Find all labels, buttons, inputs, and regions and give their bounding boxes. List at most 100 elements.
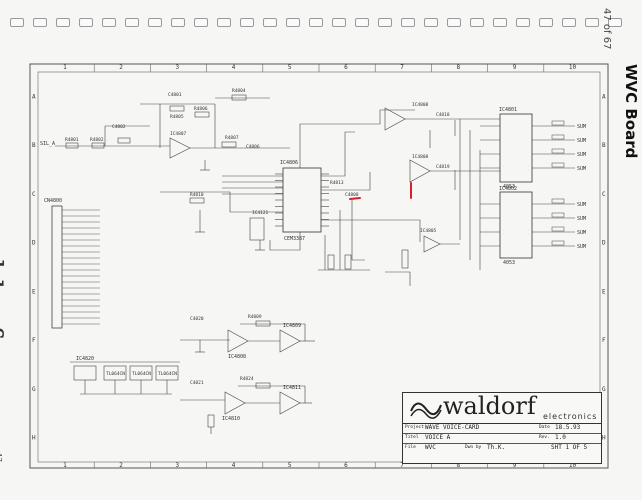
grid-column-label: 2 <box>119 462 123 469</box>
grid-row-label: F <box>602 337 606 344</box>
binder-hole <box>585 18 599 27</box>
project-value: WAVE VOICE-CARD <box>425 424 480 431</box>
svg-text:IC4810: IC4810 <box>222 416 240 422</box>
voice-routing <box>160 107 500 286</box>
binder-hole <box>470 18 484 27</box>
binder-hole <box>263 18 277 27</box>
grid-column-label: 5 <box>288 64 292 71</box>
binder-hole <box>10 18 24 27</box>
svg-text:IC4806: IC4806 <box>280 160 298 166</box>
svg-text:TL064CN: TL064CN <box>158 371 177 377</box>
sheet-value: SHT 1 OF 5 <box>551 444 588 451</box>
binder-hole <box>539 18 553 27</box>
grid-row-label: D <box>602 240 606 247</box>
opamp-section-1: IC4808 IC4809 <box>180 320 315 360</box>
grid-column-label: 4 <box>232 64 236 71</box>
svg-text:IC4801: IC4801 <box>499 107 517 113</box>
binder-hole <box>332 18 346 27</box>
rev-label: Rev. <box>539 435 550 440</box>
grid-column-label: 5 <box>288 462 292 469</box>
svg-text:4053: 4053 <box>503 184 515 190</box>
svg-text:R4824: R4824 <box>240 376 254 382</box>
title-logo-subtitle: electronics <box>543 412 598 421</box>
binder-hole <box>401 18 415 27</box>
grid-row-label: E <box>602 288 606 295</box>
grid-row-label: B <box>602 142 606 149</box>
waldorf-logo-icon <box>410 402 442 419</box>
svg-text:R4810: R4810 <box>190 192 204 198</box>
binder-hole <box>171 18 185 27</box>
binder-hole <box>309 18 323 27</box>
project-row: Project WAVE VOICE-CARD Date 18.5.93 <box>403 424 601 434</box>
grid-row-label: H <box>602 435 606 442</box>
svg-text:R4801: R4801 <box>65 137 79 143</box>
sum-output-label: SUM <box>577 124 586 130</box>
svg-text:C4819: C4819 <box>436 164 450 170</box>
grid-row-label: E <box>32 288 36 295</box>
svg-text:CEM3387: CEM3387 <box>284 236 305 242</box>
title-label: Titel <box>405 435 419 440</box>
grid-column-label: 1 <box>63 462 67 469</box>
input-network: SIL_A <box>40 94 290 171</box>
svg-text:C4821: C4821 <box>190 380 204 386</box>
component-designators: C4801 R4805 C4802 R4801 R4802 R4806 R480… <box>65 88 450 386</box>
svg-text:IC4807: IC4807 <box>170 131 187 137</box>
svg-text:IC4808: IC4808 <box>412 102 429 108</box>
title-logo-text: waldorf <box>443 392 536 420</box>
binder-hole <box>378 18 392 27</box>
svg-text:IC4802: IC4802 <box>499 186 517 192</box>
svg-text:R4813: R4813 <box>330 180 344 186</box>
output-resistor <box>551 162 565 168</box>
svg-text:IC4809: IC4809 <box>283 323 301 329</box>
svg-text:R4802: R4802 <box>90 137 104 143</box>
svg-text:C4801: C4801 <box>168 92 182 98</box>
output-resistor <box>551 212 565 218</box>
svg-text:C4802: C4802 <box>112 124 126 130</box>
binder-hole <box>516 18 530 27</box>
output-mux-upper: IC4801 4053 <box>499 107 533 190</box>
rev-value: 1.0 <box>555 434 566 441</box>
file-value: WVC <box>425 444 436 451</box>
grid-row-label: H <box>32 435 36 442</box>
svg-text:R4806: R4806 <box>194 106 208 112</box>
svg-text:R4807: R4807 <box>225 135 239 141</box>
grid-column-label: 8 <box>457 462 461 469</box>
binder-hole <box>102 18 116 27</box>
drawn-label: Dwn by <box>465 445 482 450</box>
sum-output-label: SUM <box>577 152 586 158</box>
grid-column-label: 8 <box>457 64 461 71</box>
grid-row-label: C <box>32 191 36 198</box>
svg-text:IC4808: IC4808 <box>228 354 246 360</box>
output-resistor <box>551 240 565 246</box>
drawn-value: Th.K. <box>487 444 506 451</box>
grid-column-label: 10 <box>569 462 577 469</box>
grid-column-label: 3 <box>176 64 180 71</box>
svg-text:IC4121: IC4121 <box>252 210 269 216</box>
connector-label: CN4800 <box>44 198 62 204</box>
connector-cn4800: CN4800 <box>44 198 100 329</box>
grid-row-label: A <box>602 93 606 100</box>
svg-text:IC4811: IC4811 <box>283 385 301 391</box>
main-chip: IC4806 CEM3387 <box>275 160 329 242</box>
sum-output-label: SUM <box>577 244 586 250</box>
grid-row-label: F <box>32 337 36 344</box>
grid-column-label: 6 <box>344 462 348 469</box>
output-resistor <box>551 148 565 154</box>
svg-text:TL064CN: TL064CN <box>132 371 151 377</box>
binder-hole <box>355 18 369 27</box>
svg-text:IC4805: IC4805 <box>420 228 437 234</box>
svg-text:4053: 4053 <box>503 260 515 266</box>
sum-output-label: SUM <box>577 230 586 236</box>
grid-row-label: D <box>32 240 36 247</box>
binder-hole <box>493 18 507 27</box>
grid-column-label: 2 <box>119 64 123 71</box>
svg-text:C4806: C4806 <box>246 144 260 150</box>
grid-column-label: 3 <box>176 462 180 469</box>
svg-text:R4804: R4804 <box>232 88 246 94</box>
binder-hole <box>125 18 139 27</box>
grid-column-label: 1 <box>63 64 67 71</box>
input-label: SIL_A <box>40 141 55 147</box>
binder-hole <box>562 18 576 27</box>
